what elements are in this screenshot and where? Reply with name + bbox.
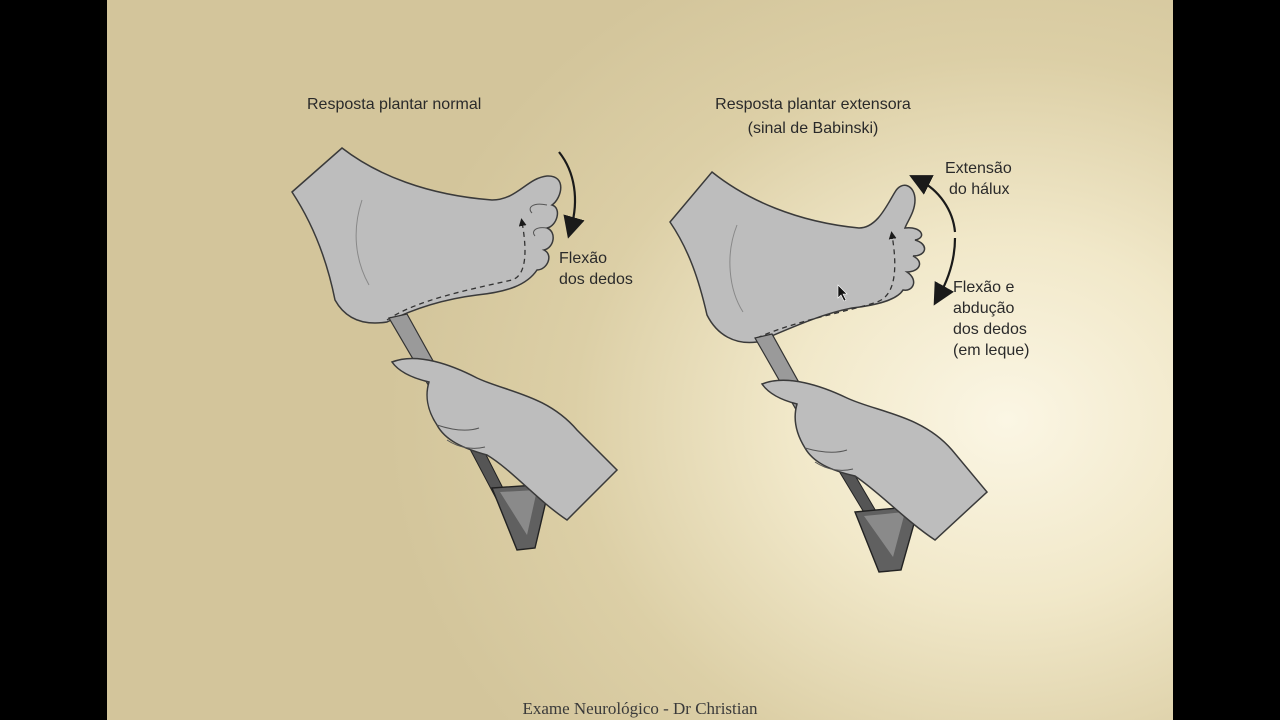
right-title-line1: Resposta plantar extensora [715,96,911,113]
right-foot [669,170,926,344]
right-top-annotation-line2: do hálux [949,181,1010,198]
footer-caption: Exame Neurológico - Dr Christian [522,699,758,718]
right-bottom-annotation-line2: abdução [953,300,1015,317]
left-annotation-line1: Flexão [559,250,608,267]
right-abduction-arrow [933,237,957,306]
left-title: Resposta plantar normal [307,96,482,113]
right-title-line2: (sinal de Babinski) [747,120,879,137]
left-foot [291,147,562,324]
right-top-annotation-line1: Extensão [945,160,1012,177]
left-flexion-arrow [558,151,585,239]
right-bottom-annotation-line4: (em leque) [953,342,1030,359]
right-extension-arrow [909,175,957,233]
right-bottom-annotation-line3: dos dedos [953,321,1027,338]
left-annotation-line2: dos dedos [559,271,633,288]
mouse-cursor [837,284,848,302]
right-bottom-annotation-line1: Flexão e [953,279,1015,296]
illustration [291,147,989,573]
right-hand-hammer [754,333,989,573]
slide: Resposta plantar normal Flexão dos dedos… [107,0,1173,720]
left-hand-hammer [388,313,619,551]
